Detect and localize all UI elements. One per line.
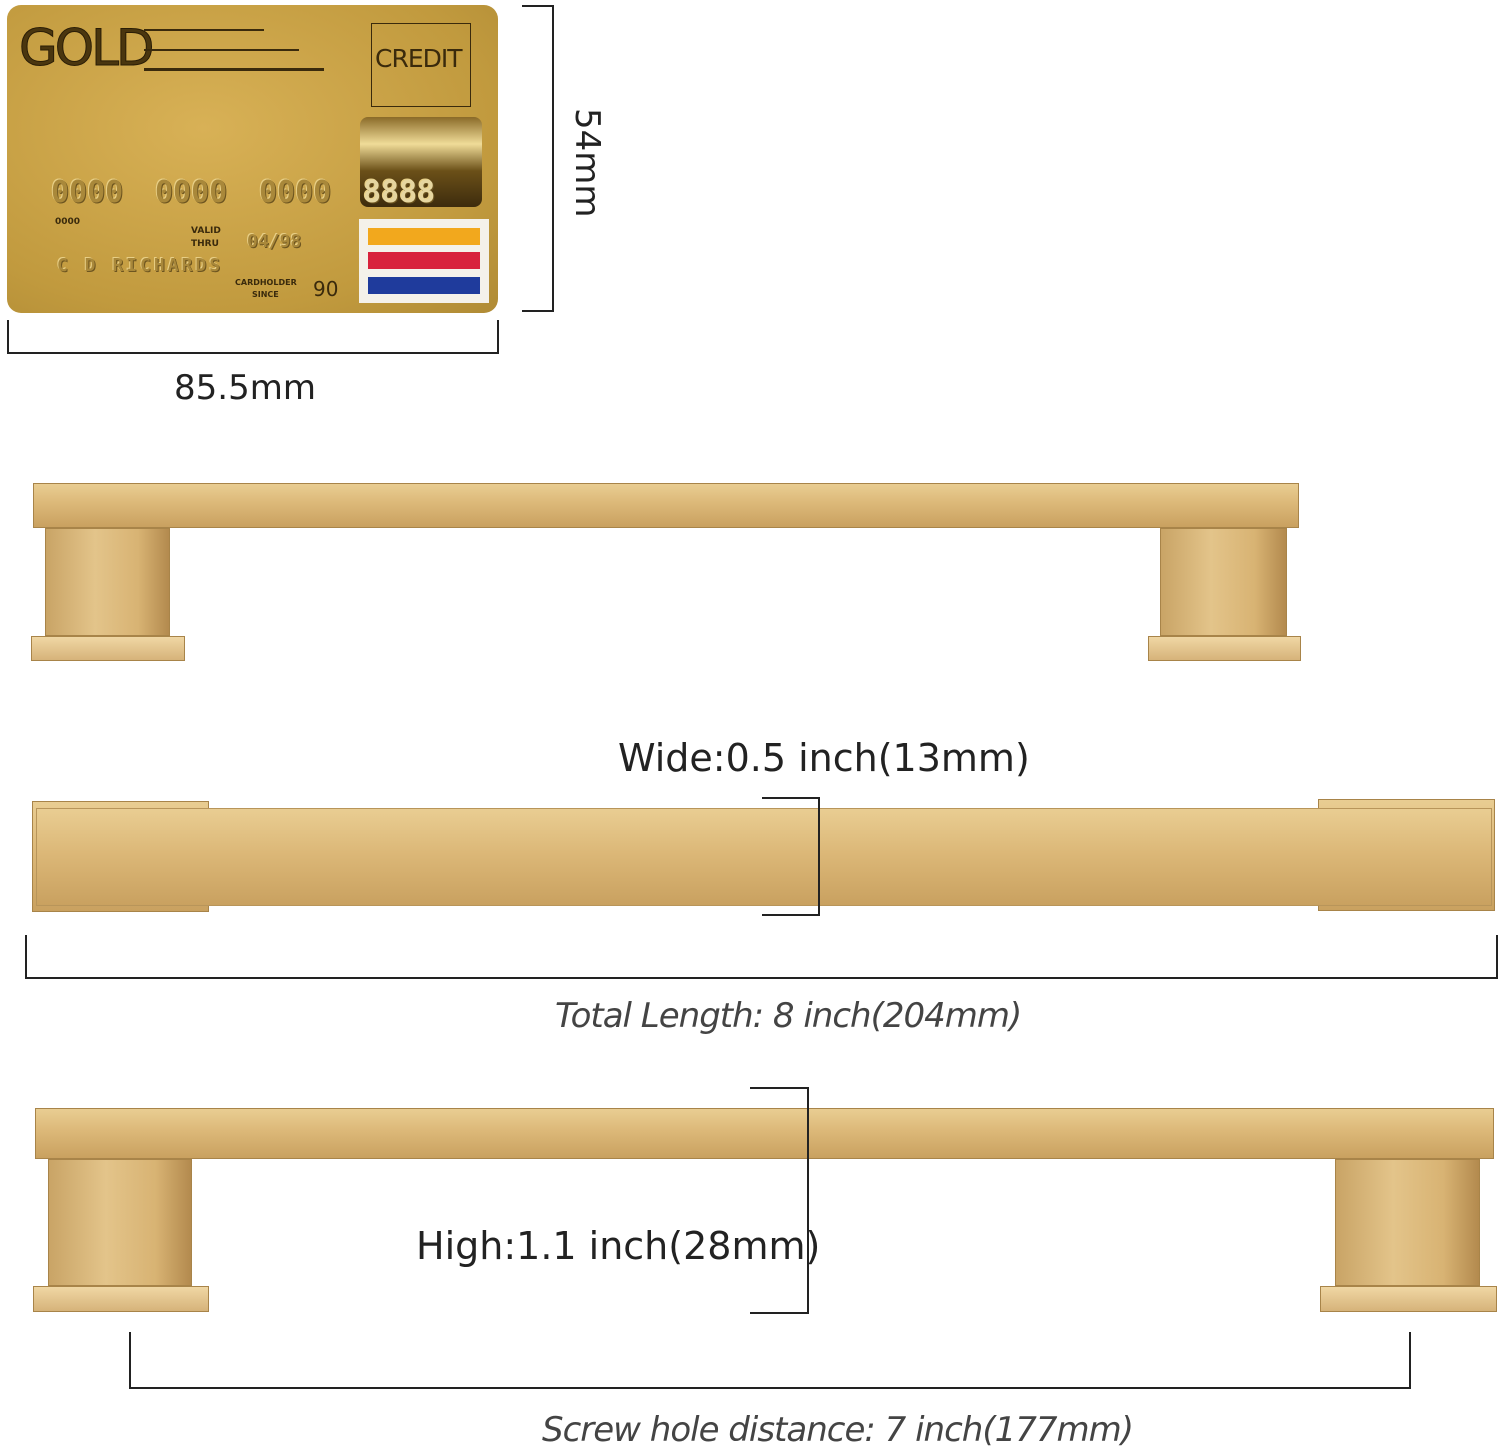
cardholder-label: CARDHOLDER <box>235 278 297 287</box>
total-length-label: Total Length: 8 inch(204mm) <box>555 996 1022 1036</box>
card-number-2: 0000 <box>155 175 228 210</box>
handle-bar-top <box>36 808 1492 906</box>
card-number-1: 0000 <box>51 175 124 210</box>
card-number-3: 0000 <box>259 175 332 210</box>
screw-distance-line <box>129 1387 1411 1389</box>
handle-foot-left-2 <box>33 1286 209 1312</box>
card-since-value: 90 <box>313 277 339 301</box>
card-type: CREDIT <box>375 44 463 73</box>
hologram <box>360 117 482 207</box>
card-small-number: 0000 <box>55 217 81 227</box>
handle-foot-left <box>31 636 185 661</box>
valid-label: VALID <box>191 226 221 236</box>
since-label: SINCE <box>252 290 279 299</box>
handle-foot-right-2 <box>1320 1286 1497 1312</box>
handle-bar-side <box>33 483 1299 528</box>
card-number-4: 8888 <box>363 175 436 210</box>
card-height-line <box>552 5 554 312</box>
handle-leg-left-2 <box>48 1159 192 1286</box>
card-width-line <box>7 352 499 354</box>
card-brand: GOLD <box>18 19 154 78</box>
high-bracket <box>807 1087 809 1314</box>
high-label: High:1.1 inch(28mm) <box>416 1224 821 1268</box>
handle-leg-right <box>1160 528 1287 636</box>
card-expiry: 04/98 <box>247 231 302 252</box>
reference-credit-card: GOLD CREDIT 0000 0000 0000 8888 0000 VAL… <box>7 5 498 313</box>
handle-foot-right <box>1148 636 1301 661</box>
card-width-label: 85.5mm <box>174 368 316 408</box>
wide-bracket <box>818 797 820 916</box>
screw-distance-label: Screw hole distance: 7 inch(177mm) <box>542 1410 1134 1450</box>
card-type-box: CREDIT <box>371 23 471 107</box>
wide-label: Wide:0.5 inch(13mm) <box>618 736 1030 780</box>
card-height-label: 54mm <box>567 108 607 218</box>
handle-bar-side-2 <box>35 1108 1494 1159</box>
card-holder-name: C D RICHARDS <box>57 255 224 276</box>
total-length-line <box>25 977 1498 979</box>
thru-label: THRU <box>191 239 219 249</box>
card-flag-logo <box>359 219 489 303</box>
handle-leg-left <box>45 528 170 636</box>
handle-leg-right-2 <box>1335 1159 1480 1286</box>
